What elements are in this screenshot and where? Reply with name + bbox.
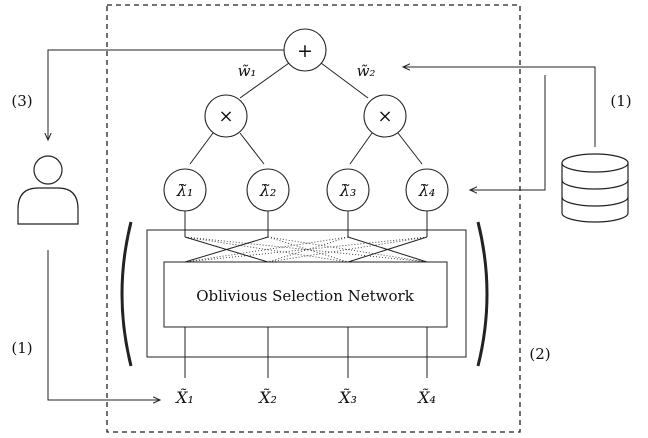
network-label: Oblivious Selection Network: [196, 287, 415, 305]
server-boundary: [106, 4, 521, 433]
lambda-connectors: [184, 211, 428, 237]
multiply-operator-right: ×: [377, 106, 392, 127]
tree-edges: [189, 62, 423, 165]
weight-label-1: w̃₁: [238, 62, 257, 80]
sum-operator: +: [297, 40, 313, 62]
permutation-wires: [184, 236, 428, 263]
left-parenthesis: [120, 221, 133, 367]
dummy-wires: [184, 236, 428, 263]
selection-container: [146, 229, 467, 358]
multiply-node-left: [204, 94, 248, 138]
weight-label-2: w̃₂: [357, 62, 376, 80]
lambda-label-4: λ̃₄: [418, 181, 436, 200]
step-label-db-weights: (1): [610, 92, 631, 110]
step-label-db-lambdas: (2): [529, 345, 550, 363]
arrow-result-to-user: [48, 49, 284, 140]
output-connectors: [184, 327, 428, 378]
database-icon: [561, 153, 629, 223]
lambda-label-2: λ̃₂: [259, 181, 277, 200]
output-label-2: X̃₂: [257, 388, 277, 407]
output-label-1: X̃₁: [174, 388, 194, 407]
oblivious-selection-network-box: [163, 261, 448, 328]
multiply-node-right: [363, 94, 407, 138]
right-parenthesis: [476, 221, 489, 367]
lambda-label-3: λ̃₃: [339, 181, 357, 200]
output-label-4: X̃₄: [416, 388, 436, 407]
lambda-label-1: λ̃₁: [176, 181, 194, 200]
arrow-user-to-inputs: [47, 250, 160, 400]
step-label-user-input: (1): [11, 339, 32, 357]
multiply-operator-left: ×: [218, 106, 233, 127]
step-label-user-return: (3): [11, 92, 32, 110]
user-icon: [17, 155, 79, 225]
arrow-database-to-lambdas: [470, 75, 546, 190]
output-label-3: X̃₃: [337, 388, 357, 407]
arrow-database-to-weights: [403, 67, 596, 147]
